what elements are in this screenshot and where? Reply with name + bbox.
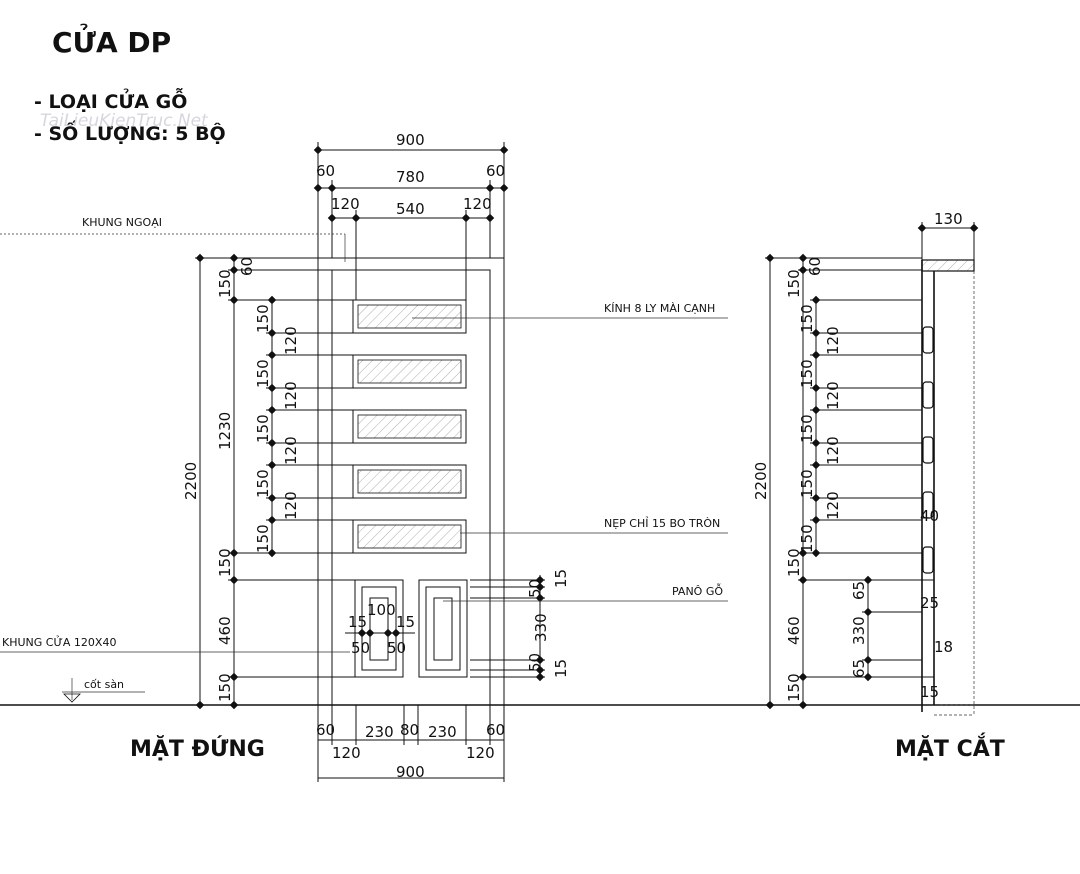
svg-text:150: 150 — [798, 469, 816, 498]
drawing-title: CỬA DP — [52, 21, 171, 59]
bottom-dimension-lines — [317, 705, 505, 782]
dim-panel-t1: 15 — [552, 569, 570, 588]
svg-text:150: 150 — [254, 359, 272, 388]
leader-lines — [0, 233, 728, 653]
view-label-section: MẶT CẮT — [895, 733, 1005, 762]
dim-panel-width: 100 — [367, 601, 396, 619]
svg-text:120: 120 — [282, 436, 300, 465]
svg-text:150: 150 — [216, 269, 234, 298]
dim-bottom-overall: 900 — [396, 763, 425, 781]
dim-panel-t2: 50 — [526, 579, 544, 598]
svg-text:120: 120 — [282, 326, 300, 355]
svg-text:150: 150 — [798, 414, 816, 443]
svg-text:150: 150 — [254, 304, 272, 333]
svg-text:40: 40 — [920, 507, 939, 525]
left-dimension-ticks — [195, 253, 277, 710]
glass-panes — [352, 299, 467, 554]
view-label-elevation: MẶT ĐỨNG — [130, 735, 265, 762]
left-dimension-lines — [195, 257, 355, 705]
note-bead: NẸP CHỈ 15 BO TRÒN — [604, 516, 720, 530]
panel-dimension-ticks — [357, 575, 545, 682]
panel-dimension-lines — [345, 575, 545, 680]
svg-text:150: 150 — [798, 524, 816, 553]
dim-panel-d: 50 — [387, 639, 406, 657]
note-door-frame: KHUNG CỬA 120X40 — [2, 635, 116, 649]
svg-text:25: 25 — [920, 594, 939, 612]
dim-panel-b2: 15 — [552, 659, 570, 678]
svg-text:1230: 1230 — [216, 412, 234, 450]
elevation-view — [317, 257, 505, 706]
note-floor-level: cốt sàn — [84, 678, 124, 691]
svg-text:460: 460 — [216, 616, 234, 645]
svg-text:150: 150 — [785, 673, 803, 702]
dim-top-side-b: 60 — [486, 162, 505, 180]
svg-text:150: 150 — [254, 524, 272, 553]
dim-bottom-s5: 60 — [486, 721, 505, 739]
dim-bottom-r2: 120 — [466, 744, 495, 762]
dim-bottom-r1: 120 — [332, 744, 361, 762]
svg-text:60: 60 — [806, 257, 824, 276]
subtitle-door-type: - LOẠI CỬA GỖ — [34, 86, 187, 113]
svg-text:150: 150 — [216, 673, 234, 702]
dim-top-side-a: 60 — [316, 162, 335, 180]
dim-bottom-s1: 60 — [316, 721, 335, 739]
section-view — [921, 259, 975, 716]
svg-text:120: 120 — [282, 491, 300, 520]
dim-bottom-s3: 80 — [400, 721, 419, 739]
svg-text:330: 330 — [850, 616, 868, 645]
dim-top-overall: 900 — [396, 131, 425, 149]
svg-text:120: 120 — [824, 491, 842, 520]
svg-text:2200: 2200 — [182, 462, 200, 500]
svg-text:150: 150 — [216, 548, 234, 577]
svg-text:150: 150 — [785, 269, 803, 298]
svg-text:60: 60 — [238, 257, 256, 276]
dim-top-inner: 780 — [396, 168, 425, 186]
watermark-logo: TaiLieuKienTruc.Net — [40, 111, 209, 131]
dim-panel-height: 330 — [532, 613, 550, 642]
top-dimension-lines — [317, 142, 505, 300]
svg-text:65: 65 — [850, 659, 868, 678]
dim-bottom-s2: 230 — [365, 723, 394, 741]
svg-text:150: 150 — [785, 548, 803, 577]
subtitle-quantity: - SỐ LƯỢNG: 5 BỘ — [34, 119, 226, 145]
left-dimension-texts: 2200 60 150 1230 150 460 150 150 120 150… — [182, 257, 300, 702]
svg-text:130: 130 — [934, 210, 963, 228]
dim-top-stile-a: 120 — [331, 195, 360, 213]
note-outer-frame: KHUNG NGOẠI — [82, 216, 162, 229]
svg-text:150: 150 — [798, 359, 816, 388]
floor-level-marker: cốt sàn — [62, 678, 145, 703]
svg-text:120: 120 — [282, 381, 300, 410]
svg-text:18: 18 — [934, 638, 953, 656]
svg-text:150: 150 — [798, 304, 816, 333]
dim-panel-b1: 50 — [526, 653, 544, 672]
dim-top-stile-b: 120 — [463, 195, 492, 213]
note-glass: KÍNH 8 LY MÀI CẠNH — [604, 302, 715, 315]
svg-text:2200: 2200 — [752, 462, 770, 500]
top-dimension-ticks — [313, 145, 509, 223]
door-leaf — [331, 269, 491, 706]
svg-text:120: 120 — [824, 436, 842, 465]
svg-text:15: 15 — [920, 683, 939, 701]
svg-text:460: 460 — [785, 616, 803, 645]
section-dimension-texts: 130 2200 60 150 150 460 150 150 120 150 … — [752, 210, 963, 702]
dim-panel-b: 15 — [396, 613, 415, 631]
svg-text:120: 120 — [824, 326, 842, 355]
dim-panel-c: 50 — [351, 639, 370, 657]
svg-text:65: 65 — [850, 581, 868, 600]
section-dimension-ticks — [765, 223, 979, 710]
svg-text:150: 150 — [254, 414, 272, 443]
dim-bottom-s4: 230 — [428, 723, 457, 741]
svg-text:120: 120 — [824, 381, 842, 410]
dim-panel-a: 15 — [348, 613, 367, 631]
note-panel: PANÔ GỖ — [672, 583, 723, 598]
svg-text:150: 150 — [254, 469, 272, 498]
dim-top-glass-width: 540 — [396, 200, 425, 218]
